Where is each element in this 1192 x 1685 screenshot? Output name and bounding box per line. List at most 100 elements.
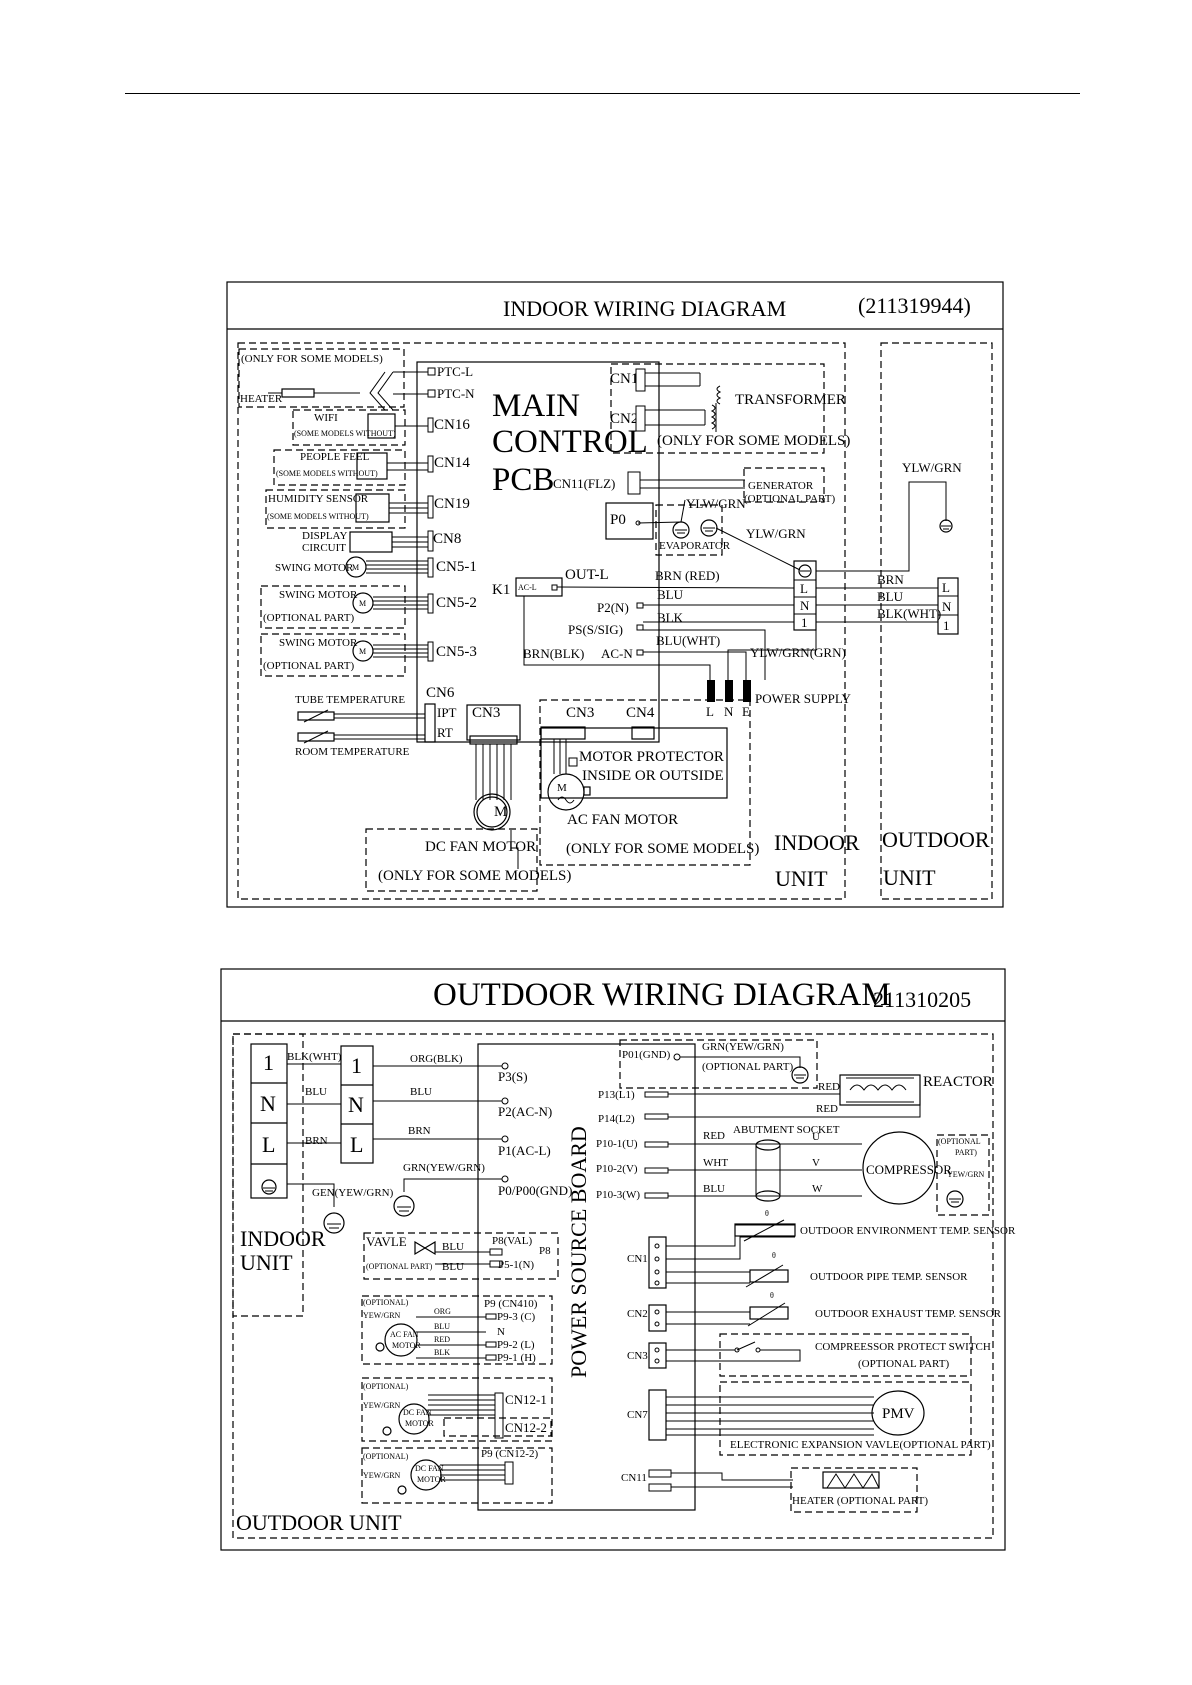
svg-text:P0/P00(GND): P0/P00(GND) xyxy=(498,1183,572,1198)
svg-text:SWING MOTOR: SWING MOTOR xyxy=(275,562,354,574)
svg-text:RED: RED xyxy=(818,1081,840,1093)
svg-text:CN5-3: CN5-3 xyxy=(436,644,477,660)
svg-text:EVAPORATOR: EVAPORATOR xyxy=(659,540,731,552)
svg-text:(OPTIONAL): (OPTIONAL) xyxy=(363,1382,409,1391)
svg-text:BRN: BRN xyxy=(877,572,904,587)
svg-text:P10-3(W): P10-3(W) xyxy=(596,1189,640,1201)
svg-text:P1(AC-L): P1(AC-L) xyxy=(498,1143,551,1158)
reactor-box xyxy=(839,1074,921,1106)
swing-motor-3-region xyxy=(260,633,406,677)
dc-fan-region xyxy=(365,828,538,892)
outdoor-code: 211310205 xyxy=(873,987,971,1012)
svg-text:(SOME MODELS WITHOUT): (SOME MODELS WITHOUT) xyxy=(267,512,369,521)
svg-text:BLU: BLU xyxy=(410,1086,432,1098)
dc-fan-optional-1-region xyxy=(361,1377,553,1442)
svg-text:COMPRESSOR: COMPRESSOR xyxy=(866,1162,952,1177)
svg-text:OUTDOOR EXHAUST TEMP. SENSOR: OUTDOOR EXHAUST TEMP. SENSOR xyxy=(815,1308,1002,1320)
svg-text:θ: θ xyxy=(765,1209,769,1218)
svg-text:WHT: WHT xyxy=(703,1157,728,1169)
svg-text:UNIT: UNIT xyxy=(240,1250,293,1275)
svg-text:RED: RED xyxy=(434,1335,450,1344)
svg-text:L: L xyxy=(942,580,950,595)
svg-text:(OPTIONAL: (OPTIONAL xyxy=(938,1137,981,1146)
svg-text:L: L xyxy=(350,1132,363,1157)
svg-text:L: L xyxy=(262,1132,275,1157)
svg-text:N: N xyxy=(497,1326,505,1338)
svg-text:SWING MOTOR: SWING MOTOR xyxy=(279,589,358,601)
svg-text:PEOPLE FEEL: PEOPLE FEEL xyxy=(300,451,370,463)
svg-text:P9-1 (H): P9-1 (H) xyxy=(497,1352,536,1364)
indoor-frame xyxy=(226,281,1004,908)
power-source-board xyxy=(477,1043,696,1511)
svg-text:YLW/GRN: YLW/GRN xyxy=(746,526,806,541)
wifi-region xyxy=(292,409,406,446)
svg-text:(ONLY FOR SOME MODELS): (ONLY FOR SOME MODELS) xyxy=(657,433,850,449)
outdoor-wiring-diagram: OUTDOOR WIRING DIAGRAM 211310205 1 N L I… xyxy=(220,968,1016,1551)
svg-text:(OPTIONAL PART): (OPTIONAL PART) xyxy=(366,1262,433,1271)
svg-text:RED: RED xyxy=(816,1103,838,1115)
svg-text:BLK: BLK xyxy=(657,610,684,625)
svg-text:BLU: BLU xyxy=(657,587,684,602)
svg-text:P5-1(N): P5-1(N) xyxy=(498,1259,534,1271)
svg-text:HUMIDITY SENSOR: HUMIDITY SENSOR xyxy=(268,493,369,505)
svg-text:CN11(FLZ): CN11(FLZ) xyxy=(553,476,615,491)
svg-text:(OPTIONAL PART): (OPTIONAL PART) xyxy=(263,612,354,624)
outdoor-terminal-block xyxy=(937,577,959,635)
svg-text:P14(L2): P14(L2) xyxy=(598,1113,635,1125)
svg-text:CN8: CN8 xyxy=(433,531,461,547)
svg-text:P2(AC-N): P2(AC-N) xyxy=(498,1104,552,1119)
svg-text:N: N xyxy=(800,598,810,613)
svg-text:YEW/GRN: YEW/GRN xyxy=(363,1401,401,1410)
svg-text:CN6: CN6 xyxy=(426,685,455,701)
svg-text:IPT: IPT xyxy=(437,705,457,720)
svg-text:BLU: BLU xyxy=(877,589,904,604)
pcb-main: MAIN xyxy=(492,388,580,424)
svg-text:CN1: CN1 xyxy=(627,1253,648,1265)
svg-text:V: V xyxy=(812,1157,820,1169)
svg-text:(OPTIONAL PART): (OPTIONAL PART) xyxy=(263,660,354,672)
svg-text:POWER SOURCE BOARD: POWER SOURCE BOARD xyxy=(566,1126,591,1378)
evaporator-region xyxy=(655,504,723,556)
indoor-unit-region xyxy=(237,342,846,900)
svg-text:M: M xyxy=(494,804,507,820)
svg-text:ORG(BLK): ORG(BLK) xyxy=(410,1053,463,1065)
svg-text:(ONLY FOR SOME MODELS): (ONLY FOR SOME MODELS) xyxy=(566,841,759,857)
svg-text:(ONLY FOR SOME MODELS): (ONLY FOR SOME MODELS) xyxy=(241,353,383,365)
svg-text:CIRCUIT: CIRCUIT xyxy=(302,542,346,554)
svg-text:BLU: BLU xyxy=(703,1183,725,1195)
svg-text:MOTOR: MOTOR xyxy=(417,1475,446,1484)
svg-text:CN5-1: CN5-1 xyxy=(436,559,477,575)
svg-text:CN12-2: CN12-2 xyxy=(505,1420,547,1435)
svg-text:K1: K1 xyxy=(492,582,510,598)
svg-text:N: N xyxy=(942,599,952,614)
svg-text:BLK(WHT): BLK(WHT) xyxy=(287,1051,342,1063)
svg-text:ORG: ORG xyxy=(434,1307,451,1316)
svg-text:YLW/GRN: YLW/GRN xyxy=(902,460,962,475)
svg-text:POWER SUPPLY: POWER SUPPLY xyxy=(755,691,851,706)
svg-text:BLU: BLU xyxy=(434,1322,450,1331)
main-pcb-outline xyxy=(416,361,660,743)
svg-text:L: L xyxy=(800,581,808,596)
svg-text:BLU: BLU xyxy=(305,1086,327,1098)
svg-text:1: 1 xyxy=(351,1053,362,1078)
svg-text:MOTOR: MOTOR xyxy=(405,1419,434,1428)
svg-text:M: M xyxy=(359,599,366,608)
svg-text:BLK: BLK xyxy=(434,1348,450,1357)
svg-text:CN5-2: CN5-2 xyxy=(436,595,477,611)
pcb-pcb: PCB xyxy=(492,462,554,498)
outdoor-frame xyxy=(220,968,1006,1551)
svg-text:OUTDOOR UNIT: OUTDOOR UNIT xyxy=(236,1510,402,1535)
svg-text:M: M xyxy=(359,647,366,656)
svg-text:P13(L1): P13(L1) xyxy=(598,1089,635,1101)
svg-text:ROOM TEMPERATURE: ROOM TEMPERATURE xyxy=(295,746,410,758)
generator-region xyxy=(743,467,825,503)
page-header-rule xyxy=(125,93,1080,94)
svg-text:AC FAN: AC FAN xyxy=(390,1330,419,1339)
svg-text:P2(N): P2(N) xyxy=(597,600,629,615)
svg-text:N: N xyxy=(260,1091,276,1116)
svg-text:P3(S): P3(S) xyxy=(498,1069,528,1084)
svg-text:P10-1(U): P10-1(U) xyxy=(596,1138,638,1150)
svg-text:UNIT: UNIT xyxy=(883,865,936,890)
svg-text:INDOOR: INDOOR xyxy=(774,830,860,855)
svg-text:(OPTIONAL): (OPTIONAL) xyxy=(363,1452,409,1461)
